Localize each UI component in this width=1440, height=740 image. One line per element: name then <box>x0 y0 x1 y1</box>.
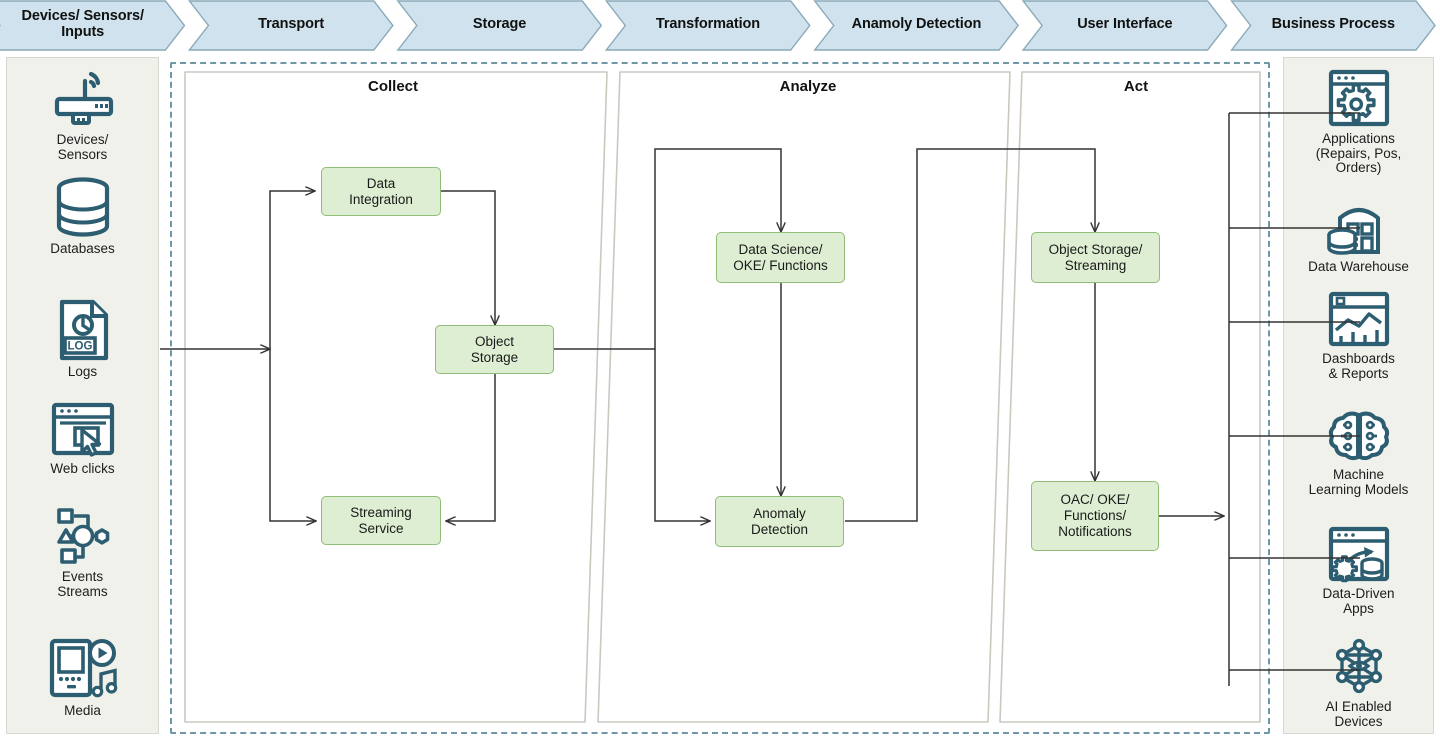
stage-chevron-label-business-process: Business Process <box>1271 16 1395 33</box>
source-item-media[interactable]: Media <box>7 635 158 718</box>
stage-chevron-transport[interactable] <box>188 0 394 51</box>
input-sources-panel: Devices/ Sensors Databases LOG Logs <box>6 57 159 734</box>
stage-chevron-label-anamoly-detection: Anamoly Detection <box>851 16 982 33</box>
outcome-item-machine-learning-models[interactable]: Machine Learning Models <box>1284 408 1433 497</box>
source-item-web-clicks[interactable]: Web clicks <box>7 401 158 476</box>
stage-chevron-storage[interactable] <box>396 0 603 51</box>
business-outcomes-panel: Applications (Repairs, Pos, Orders) Data… <box>1283 57 1434 734</box>
outcome-label: Applications (Repairs, Pos, Orders) <box>1315 131 1402 176</box>
stage-chevron-label-user-interface: User Interface <box>1077 16 1173 33</box>
source-label: Logs <box>67 364 98 379</box>
source-label: Databases <box>50 241 115 256</box>
router-antenna-icon <box>54 71 113 125</box>
event-network-icon <box>56 508 109 564</box>
stage-chevron-business-process[interactable] <box>1230 0 1436 51</box>
outcome-item-applications[interactable]: Applications (Repairs, Pos, Orders) <box>1284 68 1433 176</box>
anomaly-detection-box[interactable]: Anomaly Detection <box>715 496 844 547</box>
browser-gear-database-icon <box>1328 526 1389 583</box>
outcome-label: Data-Driven Apps <box>1322 586 1395 616</box>
browser-cursor-icon <box>51 402 114 457</box>
brain-circuit-icon <box>1328 411 1389 461</box>
svg-text:LOG: LOG <box>67 341 92 353</box>
outcome-label: AI Enabled Devices <box>1325 699 1392 729</box>
stage-chevron-label-transformation: Transformation <box>655 16 761 33</box>
stage-chevron-user-interface[interactable] <box>1021 0 1228 51</box>
stage-chevron-anamoly-detection[interactable] <box>813 0 1020 51</box>
source-label: Media <box>64 703 101 718</box>
data-integration-box[interactable]: Data Integration <box>321 167 441 216</box>
stage-title-analyze: Analyze <box>779 78 837 95</box>
stage-title-act: Act <box>1123 78 1149 95</box>
outcome-label: Dashboards & Reports <box>1322 351 1395 381</box>
oac-functions-notifications-box[interactable]: OAC/ OKE/ Functions/ Notifications <box>1031 481 1159 551</box>
database-cylinder-icon <box>56 177 109 237</box>
outcome-item-ai-enabled-devices[interactable]: AI Enabled Devices <box>1284 636 1433 729</box>
outcome-label: Machine Learning Models <box>1308 467 1409 497</box>
data-science-box[interactable]: Data Science/ OKE/ Functions <box>716 232 845 283</box>
source-item-devices-sensors[interactable]: Devices/ Sensors <box>7 68 158 162</box>
source-item-logs[interactable]: LOG Logs <box>7 298 158 379</box>
object-storage-streaming-box[interactable]: Object Storage/ Streaming <box>1031 232 1160 283</box>
stage-chevron-label-transport: Transport <box>258 16 325 33</box>
log-document-clock-icon: LOG <box>59 299 108 361</box>
dashboard-chart-icon <box>1328 291 1389 347</box>
outcome-item-data-warehouse[interactable]: Data Warehouse <box>1284 198 1433 275</box>
outcome-item-dashboards-reports[interactable]: Dashboards & Reports <box>1284 290 1433 381</box>
stage-chevron-label-storage: Storage <box>472 16 527 33</box>
object-storage-box[interactable]: Object Storage <box>435 325 554 374</box>
source-label: Events Streams <box>57 569 108 600</box>
source-label: Devices/ Sensors <box>56 132 109 163</box>
streaming-service-box[interactable]: Streaming Service <box>321 496 441 545</box>
stage-title-collect: Collect <box>367 78 418 95</box>
media-player-music-icon <box>49 638 117 698</box>
browser-gear-icon <box>1328 69 1389 127</box>
platform-boundary <box>170 62 1270 734</box>
stage-chevron-label-devices-sensors-inputs: Devices/ Sensors/ Inputs <box>21 7 144 40</box>
source-item-events-streams[interactable]: Events Streams <box>7 505 158 599</box>
outcome-item-data-driven-apps[interactable]: Data-Driven Apps <box>1284 525 1433 616</box>
source-item-databases[interactable]: Databases <box>7 175 158 256</box>
source-label: Web clicks <box>50 461 115 476</box>
stage-chevron-transformation[interactable] <box>604 0 811 51</box>
pipeline-stage-ribbon <box>0 0 1436 51</box>
warehouse-database-icon <box>1326 208 1380 255</box>
stage-chevron-devices-sensors-inputs[interactable] <box>0 0 186 51</box>
network-eye-icon <box>1335 638 1382 694</box>
outcome-label: Data Warehouse <box>1308 259 1409 274</box>
